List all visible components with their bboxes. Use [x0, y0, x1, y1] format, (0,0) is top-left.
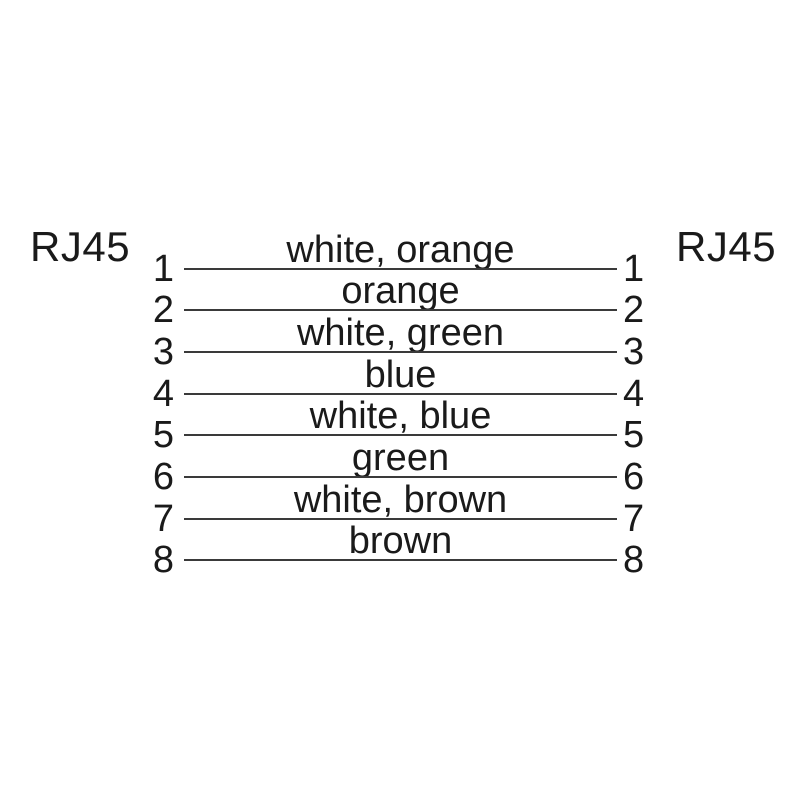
pin-number-right: 1 [623, 248, 645, 290]
pin-number-right: 6 [623, 456, 645, 498]
wire-color-label: white, blue [309, 395, 492, 437]
pin-number-left: 5 [152, 414, 174, 456]
wire-line [184, 434, 617, 436]
wire-color-label: white, brown [293, 479, 508, 521]
connector-label-right: RJ45 [676, 223, 777, 270]
wire-color-label: orange [341, 270, 460, 312]
pin-number-left: 8 [152, 539, 174, 581]
wire-line [184, 518, 617, 520]
wire-line [184, 559, 617, 561]
wire-color-label: white, green [296, 312, 504, 354]
pin-number-right: 7 [623, 498, 645, 540]
pin-number-left: 2 [152, 289, 174, 331]
wire-line [184, 476, 617, 478]
pin-number-left: 1 [152, 248, 174, 290]
wire-line [184, 393, 617, 395]
connector-label-left: RJ45 [30, 223, 131, 270]
pin-number-right: 2 [623, 289, 645, 331]
wire-line [184, 268, 617, 270]
wire-line [184, 309, 617, 311]
wire-color-label: green [351, 437, 450, 479]
pin-number-left: 3 [152, 331, 174, 373]
wire-line [184, 351, 617, 353]
pin-number-right: 4 [623, 373, 645, 415]
wire-color-label: white, orange [286, 229, 515, 271]
pin-number-left: 7 [152, 498, 174, 540]
pin-number-left: 6 [152, 456, 174, 498]
pin-number-right: 3 [623, 331, 645, 373]
pin-number-left: 4 [152, 373, 174, 415]
wire-color-label: brown [348, 520, 453, 562]
wire-color-label: blue [364, 354, 437, 396]
pin-number-right: 8 [623, 539, 645, 581]
pin-number-right: 5 [623, 414, 645, 456]
